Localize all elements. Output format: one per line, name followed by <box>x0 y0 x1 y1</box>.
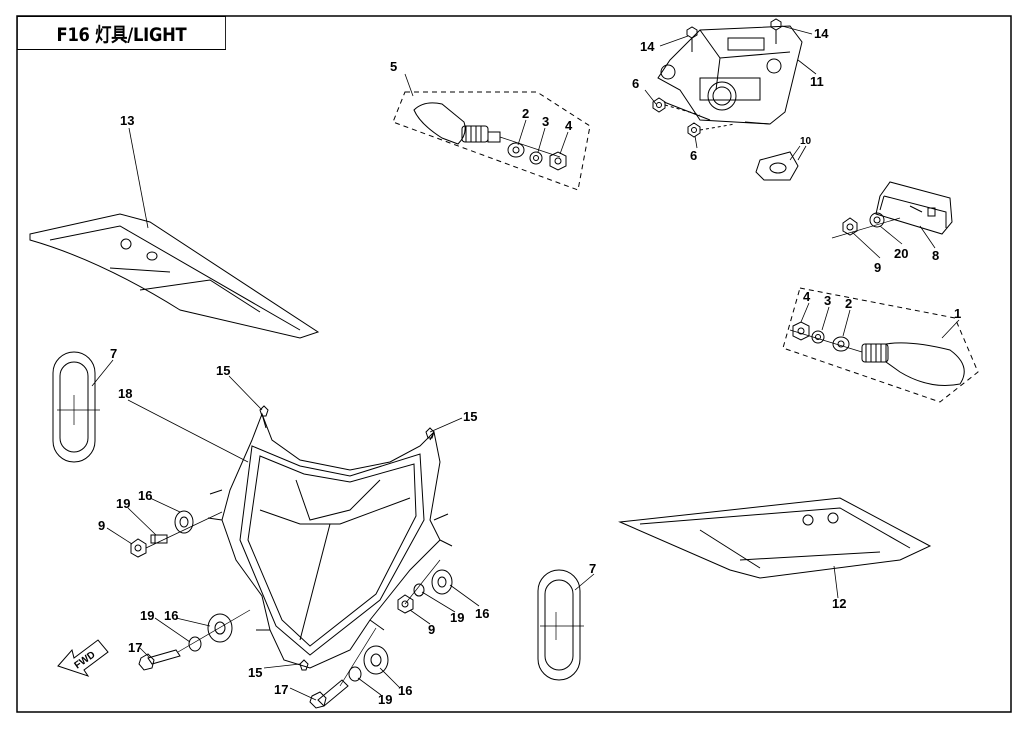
callout-10: 10 <box>800 136 812 147</box>
callout-6: 6 <box>632 76 639 91</box>
headlight-assembly <box>207 412 453 669</box>
callout-17: 17 <box>128 640 142 655</box>
license-plate-light <box>755 145 801 181</box>
callout-18: 18 <box>118 386 132 401</box>
side-cover-left <box>29 213 320 339</box>
callout-3: 3 <box>824 293 831 308</box>
headlight-left-upper-fasteners <box>130 510 223 558</box>
callout-2: 2 <box>845 296 852 311</box>
side-reflector-right <box>537 569 584 681</box>
callout-9: 9 <box>98 518 105 533</box>
callout-8: 8 <box>932 248 939 263</box>
callout-19: 19 <box>140 608 154 623</box>
callout-17: 17 <box>274 682 288 697</box>
callout-14: 14 <box>640 39 655 54</box>
callout-15: 15 <box>463 409 477 424</box>
reflector-nut-washer <box>831 212 901 239</box>
callout-12: 12 <box>832 596 846 611</box>
turn-signal-left-assembly <box>392 91 591 191</box>
callout-6: 6 <box>690 148 697 163</box>
callout-15: 15 <box>248 665 262 680</box>
headlight-top-screws <box>259 405 435 671</box>
callout-14: 14 <box>814 26 829 41</box>
callout-1: 1 <box>954 306 961 321</box>
callout-19: 19 <box>450 610 464 625</box>
tail-light-assembly <box>657 25 803 125</box>
headlight-right-upper-fasteners <box>397 559 453 614</box>
callout-7: 7 <box>589 561 596 576</box>
tail-light-nuts <box>652 97 736 138</box>
callout-2: 2 <box>522 106 529 121</box>
tail-light-screws <box>686 18 782 52</box>
callout-3: 3 <box>542 114 549 129</box>
side-cover-right <box>618 497 932 579</box>
forward-direction-arrow: FWD <box>57 639 109 677</box>
callout-16: 16 <box>138 488 152 503</box>
callout-13: 13 <box>120 113 134 128</box>
callout-16: 16 <box>475 606 489 621</box>
callout-19: 19 <box>378 692 392 707</box>
callout-19: 19 <box>116 496 130 511</box>
headlight-right-lower-fasteners <box>309 627 389 709</box>
callout-5: 5 <box>390 59 397 74</box>
callout-4: 4 <box>803 289 811 304</box>
side-reflector-left <box>52 351 100 463</box>
callout-15: 15 <box>216 363 230 378</box>
callout-7: 7 <box>110 346 117 361</box>
callout-leaders <box>91 25 960 701</box>
callout-16: 16 <box>398 683 412 698</box>
diagram-frame <box>16 15 1012 713</box>
callout-11: 11 <box>810 74 824 89</box>
callout-20: 20 <box>894 246 908 261</box>
page-title: F16 灯具/LIGHT <box>17 16 226 50</box>
callout-4: 4 <box>565 118 573 133</box>
turn-signal-right-assembly <box>782 287 979 403</box>
callout-numbers: 5 2 3 4 14 14 11 6 6 10 8 20 9 1 2 3 4 1… <box>98 26 961 707</box>
callout-16: 16 <box>164 608 178 623</box>
headlight-left-lower-fasteners <box>138 609 251 671</box>
callout-9: 9 <box>428 622 435 637</box>
rear-reflector <box>875 181 953 235</box>
callout-9: 9 <box>874 260 881 275</box>
